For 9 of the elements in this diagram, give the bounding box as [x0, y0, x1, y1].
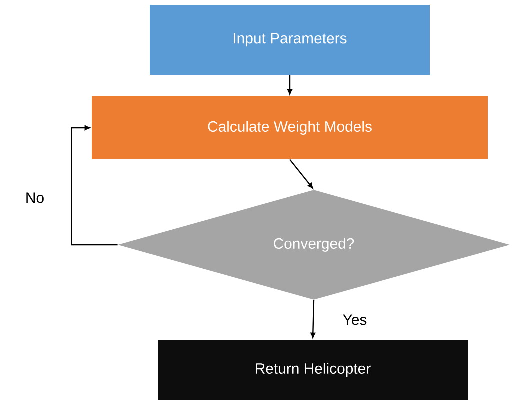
- process-box: Input Parameters: [150, 5, 430, 75]
- arrow: [288, 75, 292, 95]
- process-box: Calculate Weight Models: [92, 96, 488, 160]
- arrow: [71, 126, 118, 246]
- edge-label: No: [24, 192, 46, 204]
- edge-label: Yes: [342, 314, 368, 326]
- arrow: [290, 159, 314, 189]
- arrow: [310, 300, 316, 338]
- process-box: Return Helicopter: [158, 340, 468, 400]
